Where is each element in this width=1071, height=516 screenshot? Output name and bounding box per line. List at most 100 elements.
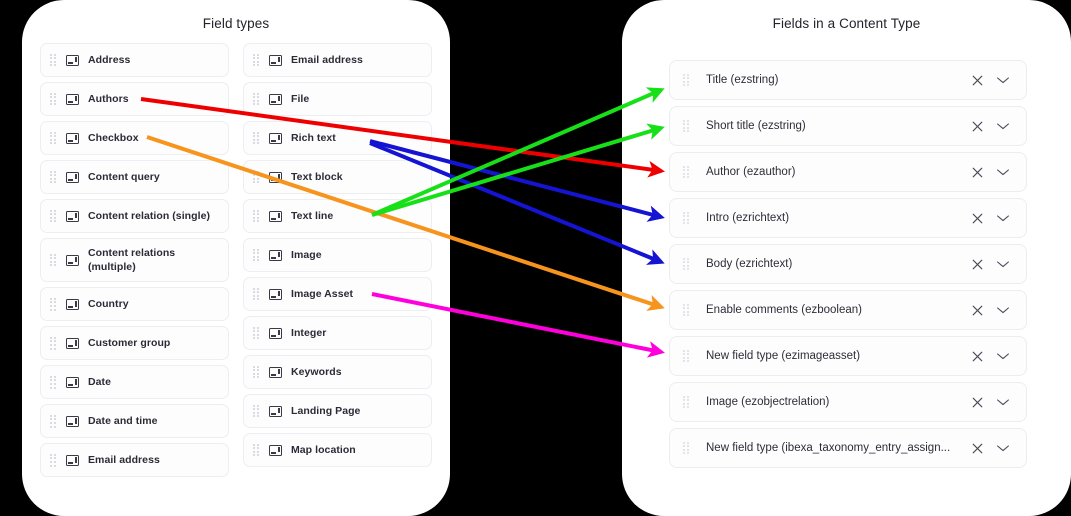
content-type-field-row[interactable]: Enable comments (ezboolean) <box>669 290 1027 330</box>
drag-handle-icon[interactable] <box>50 375 57 389</box>
drag-handle-icon[interactable] <box>683 349 690 363</box>
drag-handle-icon[interactable] <box>253 326 260 340</box>
field-type-item[interactable]: Text line <box>243 199 432 233</box>
drag-handle-icon[interactable] <box>50 170 57 184</box>
drag-handle-icon[interactable] <box>683 73 690 87</box>
close-icon[interactable] <box>966 69 988 91</box>
content-type-field-row[interactable]: Image (ezobjectrelation) <box>669 382 1027 422</box>
content-type-field-label: Title (ezstring) <box>706 74 779 86</box>
drag-handle-icon[interactable] <box>683 165 690 179</box>
close-icon[interactable] <box>966 115 988 137</box>
chevron-down-icon[interactable] <box>992 437 1014 459</box>
drag-handle-icon[interactable] <box>253 131 260 145</box>
field-type-item[interactable]: Content relation (single) <box>40 199 229 233</box>
chevron-down-icon[interactable] <box>992 345 1014 367</box>
drag-handle-icon[interactable] <box>50 53 57 67</box>
content-type-field-row[interactable]: Body (ezrichtext) <box>669 244 1027 284</box>
close-icon[interactable] <box>966 299 988 321</box>
close-icon[interactable] <box>966 161 988 183</box>
drag-handle-icon[interactable] <box>683 211 690 225</box>
field-type-icon <box>66 376 79 388</box>
drag-handle-icon[interactable] <box>253 170 260 184</box>
content-type-field-row[interactable]: Title (ezstring) <box>669 60 1027 100</box>
field-type-icon <box>269 249 282 261</box>
field-type-label: Date and time <box>88 415 158 428</box>
field-type-item[interactable]: Email address <box>243 43 432 77</box>
field-type-item[interactable]: Integer <box>243 316 432 350</box>
drag-handle-icon[interactable] <box>683 395 690 409</box>
field-type-icon <box>66 415 79 427</box>
close-icon[interactable] <box>966 207 988 229</box>
field-type-item[interactable]: File <box>243 82 432 116</box>
drag-handle-icon[interactable] <box>253 248 260 262</box>
field-type-item[interactable]: Keywords <box>243 355 432 389</box>
content-type-field-label: Enable comments (ezboolean) <box>706 304 862 316</box>
drag-handle-icon[interactable] <box>253 443 260 457</box>
field-type-label: Checkbox <box>88 131 139 144</box>
chevron-down-icon[interactable] <box>992 207 1014 229</box>
field-type-item[interactable]: Customer group <box>40 326 229 361</box>
content-type-field-label: Short title (ezstring) <box>706 120 806 132</box>
page-title-content-type-fields: Fields in a Content Type <box>772 16 921 31</box>
chevron-down-icon[interactable] <box>992 161 1014 183</box>
drag-handle-icon[interactable] <box>683 303 690 317</box>
field-type-icon <box>66 298 79 310</box>
drag-handle-icon[interactable] <box>253 404 260 418</box>
field-type-item[interactable]: Image <box>243 238 432 272</box>
field-type-item[interactable]: Checkbox <box>40 121 229 155</box>
field-type-icon <box>66 210 79 222</box>
field-type-item[interactable]: Text block <box>243 160 432 194</box>
drag-handle-icon[interactable] <box>50 414 57 428</box>
drag-handle-icon[interactable] <box>253 92 260 106</box>
content-type-field-label: Image (ezobjectrelation) <box>706 396 830 408</box>
chevron-down-icon[interactable] <box>992 299 1014 321</box>
field-type-item[interactable]: Image Asset <box>243 277 432 311</box>
drag-handle-icon[interactable] <box>50 209 57 223</box>
field-type-item[interactable]: Address <box>40 43 229 77</box>
field-type-item[interactable]: Map location <box>243 433 432 467</box>
field-type-icon <box>269 288 282 300</box>
field-type-item[interactable]: Date <box>40 365 229 400</box>
field-type-item[interactable]: Authors <box>40 82 229 116</box>
drag-handle-icon[interactable] <box>253 365 260 379</box>
chevron-down-icon[interactable] <box>992 391 1014 413</box>
close-icon[interactable] <box>966 345 988 367</box>
drag-handle-icon[interactable] <box>683 257 690 271</box>
drag-handle-icon[interactable] <box>683 441 690 455</box>
field-type-item[interactable]: Content query <box>40 160 229 194</box>
drag-handle-icon[interactable] <box>50 297 57 311</box>
content-type-field-label: New field type (ezimageasset) <box>706 350 861 362</box>
content-type-field-row[interactable]: Short title (ezstring) <box>669 106 1027 146</box>
drag-handle-icon[interactable] <box>50 92 57 106</box>
close-icon[interactable] <box>966 391 988 413</box>
drag-handle-icon[interactable] <box>253 209 260 223</box>
field-type-item[interactable]: Rich text <box>243 121 432 155</box>
chevron-down-icon[interactable] <box>992 253 1014 275</box>
field-type-label: Map location <box>291 443 356 456</box>
field-type-item[interactable]: Date and time <box>40 404 229 439</box>
chevron-down-icon[interactable] <box>992 69 1014 91</box>
content-type-field-row[interactable]: Author (ezauthor) <box>669 152 1027 192</box>
drag-handle-icon[interactable] <box>50 453 57 467</box>
drag-handle-icon[interactable] <box>50 131 57 145</box>
drag-handle-icon[interactable] <box>253 53 260 67</box>
chevron-down-icon[interactable] <box>992 115 1014 137</box>
field-type-item[interactable]: Email address <box>40 443 229 478</box>
close-icon[interactable] <box>966 253 988 275</box>
field-type-item[interactable]: Content relations (multiple) <box>40 238 229 283</box>
content-type-fields-list: Title (ezstring) Short title (ezstring) Au… <box>669 60 1027 468</box>
field-type-icon <box>269 93 282 105</box>
drag-handle-icon[interactable] <box>50 336 57 350</box>
content-type-field-row[interactable]: New field type (ibexa_taxonomy_entry_ass… <box>669 428 1027 468</box>
close-icon[interactable] <box>966 437 988 459</box>
drag-handle-icon[interactable] <box>683 119 690 133</box>
content-type-field-label: Author (ezauthor) <box>706 166 796 178</box>
field-type-item[interactable]: Country <box>40 287 229 322</box>
field-type-item[interactable]: Landing Page <box>243 394 432 428</box>
content-type-field-row[interactable]: New field type (ezimageasset) <box>669 336 1027 376</box>
drag-handle-icon[interactable] <box>50 253 57 267</box>
content-type-field-row[interactable]: Intro (ezrichtext) <box>669 198 1027 238</box>
drag-handle-icon[interactable] <box>253 287 260 301</box>
